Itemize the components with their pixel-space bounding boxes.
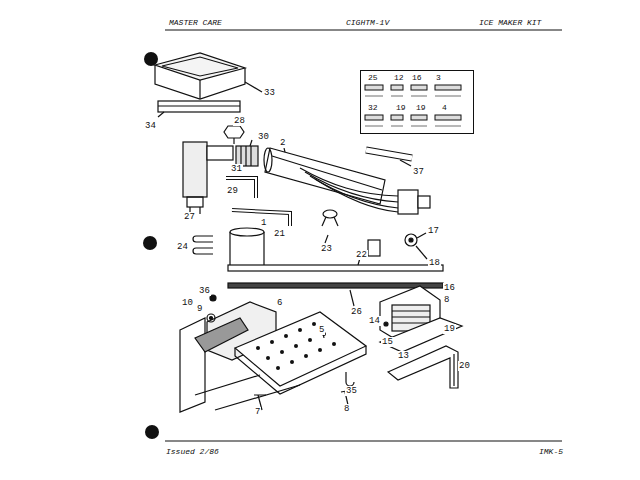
callout-number: 21 xyxy=(273,229,286,239)
callout-number: 35 xyxy=(345,386,358,396)
callout-number: 5 xyxy=(318,325,325,335)
callout-number: 10 xyxy=(181,298,194,308)
callout-number: 16 xyxy=(443,283,456,293)
hardware-inset: 25 12 16 3 32 19 19 4 xyxy=(360,70,474,134)
callout-number: 17 xyxy=(427,226,440,236)
callout-number: 37 xyxy=(412,167,425,177)
callout-number: 3 xyxy=(435,73,442,82)
callout-number: 2 xyxy=(279,138,286,148)
callout-number: 19 xyxy=(395,103,407,112)
callout-number: 6 xyxy=(276,298,283,308)
callout-number: 27 xyxy=(183,212,196,222)
header-text: MASTER CARE xyxy=(168,18,223,28)
callout-number: 24 xyxy=(176,242,189,252)
callout-number: 9 xyxy=(196,304,203,314)
callout-number: 32 xyxy=(367,103,379,112)
callout-number: 8 xyxy=(443,295,450,305)
callout-number: 7 xyxy=(254,407,261,417)
callout-number: 14 xyxy=(368,316,381,326)
callout-number: 23 xyxy=(320,244,333,254)
page-title: ICE MAKER KIT xyxy=(478,18,542,28)
callout-number: 8 xyxy=(343,404,350,414)
callout-number: 15 xyxy=(381,337,394,347)
callout-number: 4 xyxy=(441,103,448,112)
callout-number: 19 xyxy=(443,324,456,334)
callout-number: 31 xyxy=(230,164,243,174)
callout-number: 29 xyxy=(226,186,239,196)
callout-number: 1 xyxy=(260,218,267,228)
callout-number: 12 xyxy=(393,73,405,82)
callout-number: 19 xyxy=(415,103,427,112)
callout-number: 30 xyxy=(257,132,270,142)
header-text: IMK-5 xyxy=(538,447,564,457)
callout-number: 26 xyxy=(350,307,363,317)
callout-number: 28 xyxy=(233,116,246,126)
callout-number: 18 xyxy=(428,258,441,268)
callout-number: 36 xyxy=(198,286,211,296)
callout-number: 13 xyxy=(397,351,410,361)
callout-number: 34 xyxy=(144,121,157,131)
callout-number: 33 xyxy=(263,88,276,98)
callout-number: 20 xyxy=(458,361,471,371)
callout-number: 25 xyxy=(367,73,379,82)
callout-number: 16 xyxy=(411,73,423,82)
header-text: CIGHTM-1V xyxy=(345,18,390,28)
callout-number: 22 xyxy=(355,250,368,260)
header-text: Issued 2/86 xyxy=(165,447,220,457)
